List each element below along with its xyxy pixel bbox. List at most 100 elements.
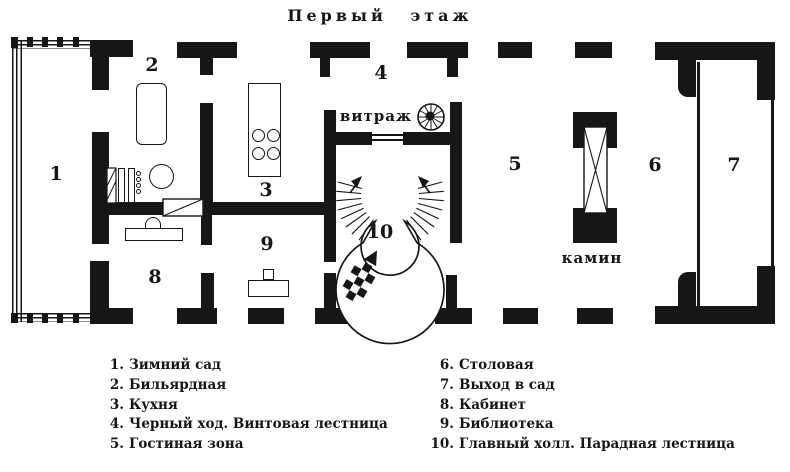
room-number-5: 5 — [508, 153, 522, 175]
room-number-4: 4 — [374, 62, 388, 84]
legend-text: Черный ход. Винтовая лестница — [129, 416, 388, 433]
wall-study-library — [201, 215, 212, 245]
legend-item-2: 2. Бильярдная — [104, 376, 388, 396]
glazing-mullion-tick — [11, 313, 18, 323]
wall-pier — [446, 275, 457, 308]
floor-plan: 1 2 3 4 5 6 7 8 9 10 витраж камин — [11, 37, 775, 345]
stained-glass-window-line — [372, 139, 403, 141]
legend-text: Зимний сад — [129, 357, 222, 373]
wall-corner — [757, 266, 775, 306]
wall-segment — [503, 308, 538, 324]
fireplace-top-block — [573, 112, 617, 148]
room-number-7: 7 — [727, 154, 741, 176]
wall-pier — [447, 58, 458, 77]
legend-text: Столовая — [459, 357, 534, 373]
wall-segment — [655, 42, 775, 60]
wall-segment — [177, 42, 237, 58]
page-title: Первый этаж — [287, 6, 473, 25]
wall-pier — [90, 261, 109, 308]
legend-item-9: 9. Библиотека — [428, 415, 735, 435]
room-number-9: 9 — [260, 233, 274, 255]
glazing-mullion-tick — [27, 37, 33, 47]
glazing-mullion-tick — [42, 37, 48, 47]
legend-text: Гостиная зона — [129, 436, 244, 453]
winter-garden-glass-wall-left — [12, 40, 22, 322]
fireplace-bottom-block — [573, 208, 617, 243]
wall-segment — [498, 42, 532, 58]
wall-segment — [177, 308, 217, 324]
glazing-mullion-tick — [57, 37, 63, 47]
wall-segment — [655, 306, 775, 324]
shelf-dot — [136, 183, 141, 188]
glazing-mullion-tick — [73, 314, 79, 323]
shelf-dot — [136, 189, 141, 194]
legend-num: 5. — [109, 436, 124, 453]
glazing-mullion-tick — [27, 314, 33, 323]
room-number-10: 10 — [366, 221, 394, 243]
legend-num: 10. — [430, 436, 455, 453]
wall-pier — [678, 60, 696, 97]
legend-right-column: 6.Столовая 7.Выход в сад 8.Кабинет 9.Биб… — [428, 356, 735, 455]
wall-pier — [320, 58, 330, 77]
legend-num: 9. — [439, 416, 454, 433]
wall-horizontal — [92, 202, 163, 215]
wall-hall-right — [450, 102, 462, 243]
wall-vitrazh-left — [336, 132, 372, 145]
legend-num: 1. — [109, 357, 124, 373]
wall-segment — [90, 308, 133, 324]
kamin-label: камин — [561, 249, 623, 267]
wall-thin-garden-exit — [771, 100, 774, 268]
room-number-8: 8 — [148, 266, 162, 288]
legend-num: 8. — [439, 396, 454, 413]
legend-text: Бильярдная — [129, 376, 227, 393]
wall-segment — [315, 308, 357, 324]
wall-corner — [757, 60, 775, 100]
chair — [263, 269, 274, 280]
glazing-mullion-tick — [42, 314, 48, 323]
wall-segment — [435, 308, 472, 324]
wall-segment — [92, 40, 109, 90]
library-desk — [248, 280, 289, 297]
glazing-mullion-tick — [57, 314, 63, 323]
legend-num: 2. — [109, 376, 124, 393]
legend-item-5: 5. Гостиная зона — [104, 435, 388, 455]
shelf — [128, 168, 135, 203]
legend-num: 3. — [109, 396, 124, 413]
legend-left-column: 1.Зимний сад 2.Бильярдная 3.Кухня 4.Черн… — [104, 356, 388, 455]
room-number-6: 6 — [648, 154, 662, 176]
legend-num: 7. — [439, 376, 454, 393]
legend-text: Главный холл. Парадная лестница — [459, 436, 735, 453]
spiral-staircase-icon — [417, 103, 445, 131]
wall-pier — [324, 273, 336, 308]
shelf — [118, 168, 125, 203]
wall-pier — [201, 273, 214, 308]
wall-segment — [310, 42, 370, 58]
stained-glass-window-line — [372, 134, 403, 136]
legend-item-6: 6. Столовая — [428, 356, 735, 376]
vitrazh-label: витраж — [339, 107, 413, 125]
room-number-2: 2 — [145, 54, 159, 76]
glazing-mullion-tick — [11, 37, 18, 48]
legend-item-4: 4. Черный ход. Винтовая лестница — [104, 415, 388, 435]
wall-vitrazh-right — [403, 132, 450, 145]
glazing-mullion-tick — [73, 37, 79, 47]
study-desk — [125, 228, 183, 241]
wall-horizontal — [203, 202, 336, 215]
legend-item-1: 1. Зимний сад — [104, 356, 388, 376]
winter-garden-glass-wall-top — [12, 40, 95, 49]
stove-burner — [267, 129, 280, 142]
legend-text: Кабинет — [459, 396, 526, 413]
legend-num: 4. — [109, 416, 124, 433]
legend-num: 6. — [439, 357, 454, 373]
legend-text: Библиотека — [459, 416, 554, 433]
round-table — [149, 164, 174, 189]
wall-segment — [407, 42, 468, 58]
legend-item-10: 10.Главный холл. Парадная лестница — [428, 435, 735, 455]
wall-segment — [248, 308, 284, 324]
winter-garden-glass-wall-bottom — [12, 313, 95, 322]
shelf-dot — [136, 177, 141, 182]
wall-kitchen-left — [200, 103, 213, 203]
legend-item-8: 8. Кабинет — [428, 396, 735, 416]
room-number-3: 3 — [259, 179, 273, 201]
